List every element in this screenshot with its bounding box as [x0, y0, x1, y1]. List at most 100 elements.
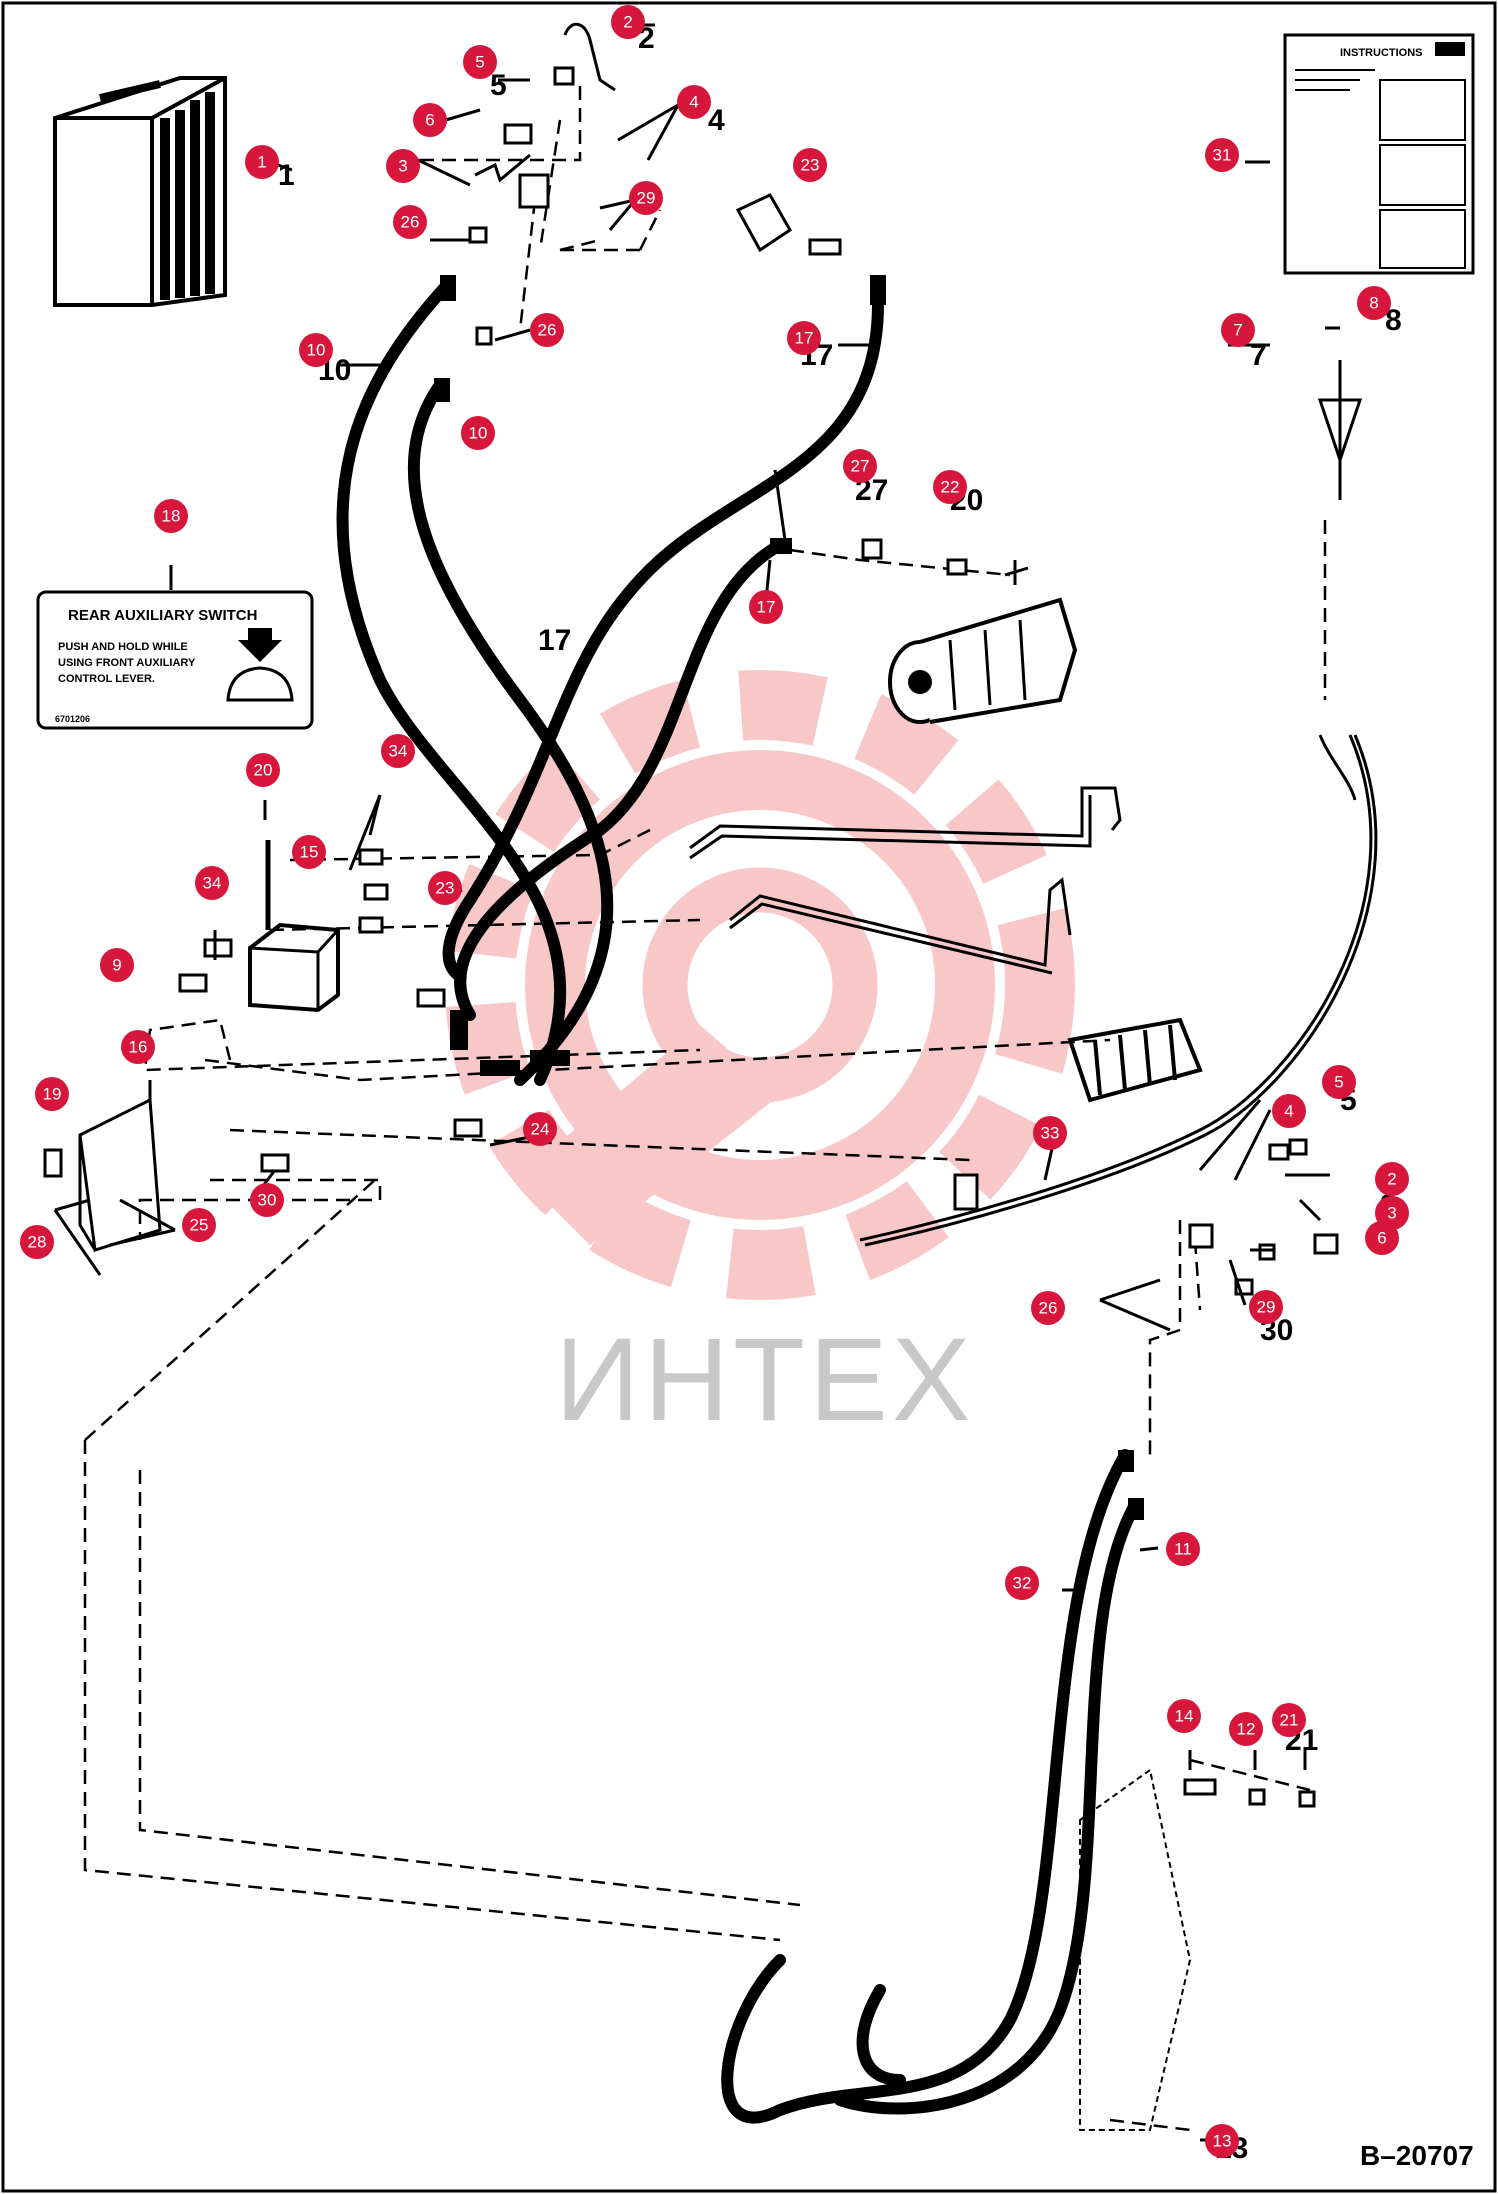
- callout-5: 5: [463, 45, 497, 79]
- part-control-valve: [1067, 1017, 1203, 1103]
- callout-29a: 29: [629, 181, 663, 215]
- callout-26b: 26: [530, 313, 564, 347]
- callout-14: 14: [1167, 1699, 1201, 1733]
- callout-34b: 34: [195, 866, 229, 900]
- decal-title: REAR AUXILIARY SWITCH: [68, 607, 257, 624]
- callout-2: 2: [611, 5, 645, 39]
- svg-text:19: 19: [43, 1085, 62, 1104]
- svg-text:14: 14: [1175, 1707, 1194, 1726]
- svg-text:26: 26: [401, 213, 420, 232]
- svg-text:29: 29: [637, 189, 656, 208]
- callout-22: 22: [933, 470, 967, 504]
- plain-label-4: 4: [708, 104, 725, 137]
- svg-text:3: 3: [398, 157, 407, 176]
- hydraulic-hoses: [336, 279, 1141, 2124]
- svg-text:17: 17: [757, 598, 776, 617]
- callout-34a: 34: [381, 734, 415, 768]
- part-decal: REAR AUXILIARY SWITCH PUSH AND HOLD WHIL…: [36, 590, 314, 730]
- steel-tubes: [689, 786, 1122, 975]
- svg-text:33: 33: [1041, 1124, 1060, 1143]
- svg-text:2: 2: [623, 13, 632, 32]
- callout-20: 20: [246, 753, 280, 787]
- callout-10b: 10: [461, 416, 495, 450]
- svg-text:23: 23: [801, 156, 820, 175]
- callout-11: 11: [1166, 1532, 1200, 1566]
- callout-29b: 29: [1249, 1290, 1283, 1324]
- callout-23b: 23: [428, 871, 462, 905]
- svg-text:16: 16: [129, 1038, 148, 1057]
- svg-text:22: 22: [941, 478, 960, 497]
- callout-17a: 17: [787, 321, 821, 355]
- svg-text:5: 5: [1334, 1073, 1343, 1092]
- callout-24: 24: [523, 1112, 557, 1146]
- callout-28: 28: [20, 1225, 54, 1259]
- svg-text:20: 20: [254, 761, 273, 780]
- svg-text:25: 25: [190, 1216, 209, 1235]
- part-valve-block: [248, 840, 340, 1013]
- plain-label-17: 17: [538, 624, 571, 657]
- svg-text:1: 1: [257, 153, 266, 172]
- callout-6b: 6: [1365, 1221, 1399, 1255]
- decal-line-2: USING FRONT AUXILIARY: [58, 657, 196, 669]
- callout-12: 12: [1229, 1712, 1263, 1746]
- callout-7: 7: [1221, 313, 1255, 347]
- svg-text:12: 12: [1237, 1720, 1256, 1739]
- dashed-leaders: [83, 80, 1327, 2132]
- svg-text:24: 24: [531, 1120, 550, 1139]
- callout-9: 9: [100, 948, 134, 982]
- part-panel: [1079, 1768, 1192, 2131]
- callout-26a: 26: [393, 205, 427, 239]
- callout-2b: 2: [1375, 1162, 1409, 1196]
- svg-text:2: 2: [1387, 1170, 1396, 1189]
- callout-4: 4: [677, 85, 711, 119]
- svg-text:29: 29: [1257, 1298, 1276, 1317]
- callout-21: 21: [1272, 1703, 1306, 1737]
- callout-15: 15: [292, 835, 326, 869]
- wire-harness: [859, 360, 1378, 1247]
- callout-30: 30: [250, 1183, 284, 1217]
- callout-18: 18: [154, 499, 188, 533]
- part-instruction-sheet: INSTRUCTIONS: [1283, 33, 1475, 275]
- callout-25: 25: [182, 1208, 216, 1242]
- callout-8: 8: [1357, 286, 1391, 320]
- plain-label-7: 7: [1250, 339, 1267, 372]
- sheet-header: INSTRUCTIONS: [1340, 47, 1423, 59]
- svg-text:21: 21: [1280, 1711, 1299, 1730]
- svg-text:28: 28: [28, 1233, 47, 1252]
- svg-text:34: 34: [389, 742, 408, 761]
- plain-label-8: 8: [1385, 304, 1402, 337]
- callout-33: 33: [1033, 1116, 1067, 1150]
- svg-text:26: 26: [1039, 1299, 1058, 1318]
- document-code: B–20707: [1360, 2140, 1474, 2171]
- svg-text:6: 6: [425, 111, 434, 130]
- decal-line-3: CONTROL LEVER.: [58, 673, 155, 685]
- callout-17b: 17: [749, 590, 783, 624]
- svg-text:6: 6: [1377, 1229, 1386, 1248]
- plain-label-1: 1: [278, 159, 295, 192]
- svg-text:5: 5: [475, 53, 484, 72]
- callout-3: 3: [386, 149, 420, 183]
- svg-text:4: 4: [1284, 1102, 1293, 1121]
- small-fittings: [43, 22, 1339, 1808]
- part-box: [53, 76, 227, 307]
- callout-1: 1: [245, 145, 279, 179]
- callout-5b: 5: [1322, 1065, 1356, 1099]
- svg-text:11: 11: [1174, 1540, 1192, 1559]
- svg-text:8: 8: [1369, 294, 1378, 313]
- callout-31: 31: [1205, 138, 1239, 172]
- svg-text:18: 18: [162, 507, 181, 526]
- watermark-text: ИНТЕХ: [555, 1314, 975, 1446]
- callout-10a: 10: [299, 333, 333, 367]
- svg-text:32: 32: [1013, 1574, 1032, 1593]
- svg-text:31: 31: [1213, 146, 1232, 165]
- svg-text:3: 3: [1387, 1204, 1396, 1223]
- svg-text:13: 13: [1213, 2132, 1232, 2151]
- callout-23a: 23: [793, 148, 827, 182]
- callout-32: 32: [1005, 1566, 1039, 1600]
- svg-text:10: 10: [307, 341, 326, 360]
- svg-text:26: 26: [538, 321, 557, 340]
- svg-text:9: 9: [112, 956, 121, 975]
- callouts: 1 2 3 4 5 6 7 8 9 10 10 11 12 13 14 15 1…: [20, 5, 1409, 2158]
